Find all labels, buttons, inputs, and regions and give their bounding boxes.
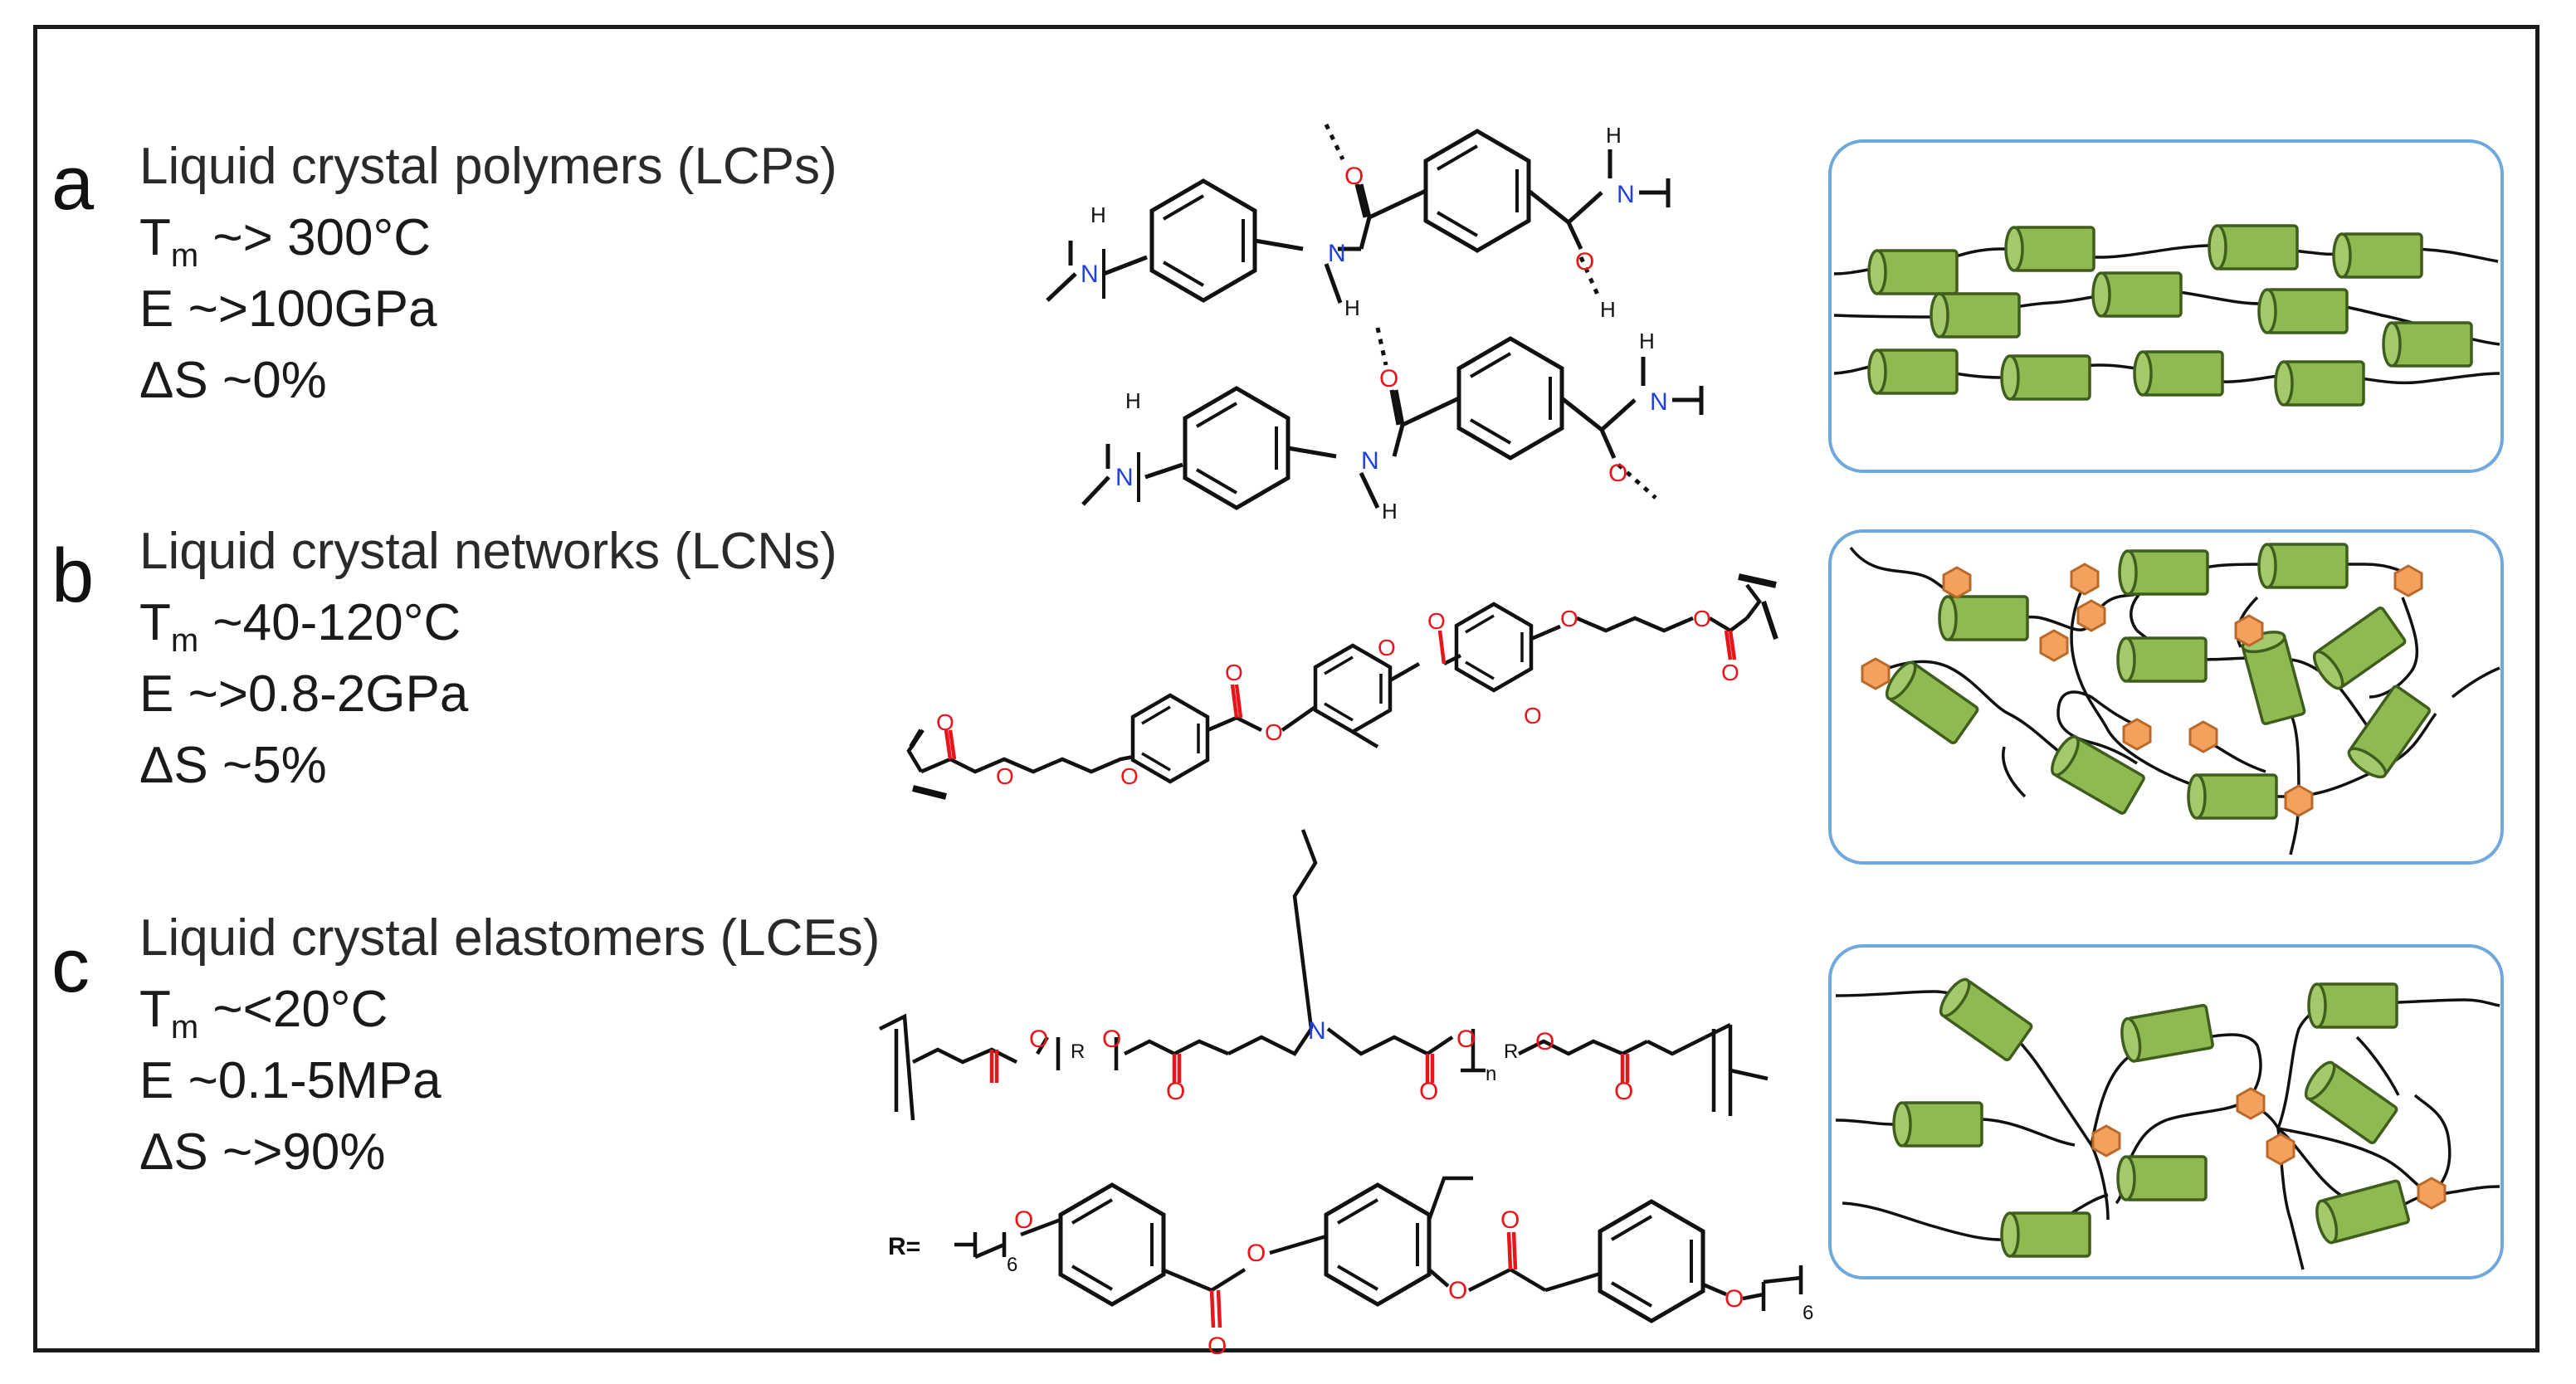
svg-text:N: N	[1361, 447, 1379, 475]
svg-text:O: O	[1014, 1206, 1033, 1234]
panel-b-melting-temp: Tm ~40-120°C	[139, 594, 461, 659]
svg-text:N: N	[1081, 261, 1099, 288]
svg-text:N: N	[1115, 464, 1134, 491]
lcn-atom-labels: O O O O O O O O O O O	[936, 606, 1739, 789]
svg-text:O: O	[1225, 660, 1243, 685]
svg-text:O: O	[1166, 1078, 1185, 1105]
svg-text:O: O	[1208, 1333, 1227, 1360]
figure-frame	[33, 25, 2539, 1352]
lcn-monomer-structure	[906, 573, 1778, 800]
svg-text:O: O	[1120, 763, 1139, 789]
panel-c-melting-temp: Tm ~<20°C	[139, 981, 388, 1045]
svg-text:O: O	[1378, 635, 1396, 660]
svg-text:H: H	[1606, 123, 1622, 148]
svg-text:H: H	[1382, 499, 1398, 524]
svg-text:R=: R=	[888, 1233, 920, 1260]
panel-a-modulus: E ~>100GPa	[139, 280, 437, 338]
panel-a-melting-temp: Tm ~> 300°C	[139, 209, 432, 274]
svg-text:O: O	[1693, 606, 1711, 631]
lcn-schematic	[1828, 529, 2504, 865]
svg-text:R: R	[1504, 1040, 1518, 1063]
svg-text:H: H	[1090, 202, 1106, 227]
svg-text:O: O	[1419, 1078, 1438, 1105]
kevlar-structure	[1046, 123, 1704, 508]
svg-text:N: N	[1308, 1017, 1326, 1045]
svg-text:H: H	[1600, 297, 1616, 322]
panel-c-modulus: E ~0.1-5MPa	[139, 1052, 442, 1109]
kevlar-atom-labels: N H N H O H N O H N H N H O H N O	[1081, 123, 1668, 524]
svg-text:n: n	[1486, 1063, 1496, 1085]
panel-b-title: Liquid crystal networks (LCNs)	[139, 523, 837, 580]
panel-a-letter: a	[51, 141, 95, 226]
panel-a-title: Liquid crystal polymers (LCPs)	[139, 138, 837, 195]
panel-b-strain: ΔS ~5%	[139, 737, 327, 794]
svg-text:O: O	[1344, 163, 1364, 190]
svg-text:O: O	[1725, 1285, 1744, 1313]
svg-text:O: O	[1500, 1206, 1520, 1234]
svg-text:R: R	[1071, 1040, 1085, 1063]
svg-text:O: O	[1560, 606, 1578, 631]
lcp-schematic	[1828, 139, 2504, 473]
lce-schematic	[1828, 944, 2504, 1279]
svg-text:O: O	[1575, 248, 1594, 275]
lce-structure	[878, 829, 1803, 1328]
lce-atom-labels: O R O O N O O n R O O R= 6 O O O O O O 6	[888, 1017, 1813, 1360]
svg-text:O: O	[1427, 608, 1446, 634]
svg-text:O: O	[1608, 460, 1627, 487]
panel-c-title: Liquid crystal elastomers (LCEs)	[139, 909, 881, 967]
panel-b-modulus: E ~>0.8-2GPa	[139, 665, 469, 723]
svg-text:O: O	[1265, 719, 1283, 745]
svg-text:O: O	[996, 763, 1014, 789]
panel-a-strain: ΔS ~0%	[139, 352, 327, 409]
svg-text:H: H	[1639, 329, 1655, 353]
svg-text:O: O	[1448, 1277, 1467, 1304]
svg-text:O: O	[1029, 1026, 1048, 1053]
svg-text:6: 6	[1803, 1302, 1813, 1324]
svg-text:O: O	[1721, 660, 1739, 685]
svg-text:H: H	[1125, 388, 1141, 413]
svg-text:N: N	[1328, 240, 1346, 267]
panel-c-letter: c	[51, 923, 90, 1008]
svg-text:O: O	[936, 709, 954, 735]
svg-text:N: N	[1617, 181, 1635, 208]
panel-b-properties: Liquid crystal networks (LCNs) Tm ~40-12…	[139, 516, 837, 802]
panel-b-letter: b	[51, 534, 95, 618]
svg-text:N: N	[1650, 388, 1668, 416]
svg-text:O: O	[1524, 703, 1542, 729]
svg-text:H: H	[1344, 295, 1360, 320]
panel-c-properties: Liquid crystal elastomers (LCEs) Tm ~<20…	[139, 903, 880, 1188]
svg-text:6: 6	[1007, 1254, 1017, 1276]
svg-text:O: O	[1102, 1026, 1121, 1053]
panel-c-strain: ΔS ~>90%	[139, 1123, 386, 1181]
svg-text:O: O	[1247, 1240, 1266, 1267]
svg-text:O: O	[1456, 1026, 1476, 1053]
svg-text:O: O	[1379, 365, 1398, 392]
panel-a-properties: Liquid crystal polymers (LCPs) Tm ~> 300…	[139, 131, 837, 417]
svg-text:O: O	[1614, 1078, 1633, 1105]
svg-text:O: O	[1535, 1028, 1554, 1055]
